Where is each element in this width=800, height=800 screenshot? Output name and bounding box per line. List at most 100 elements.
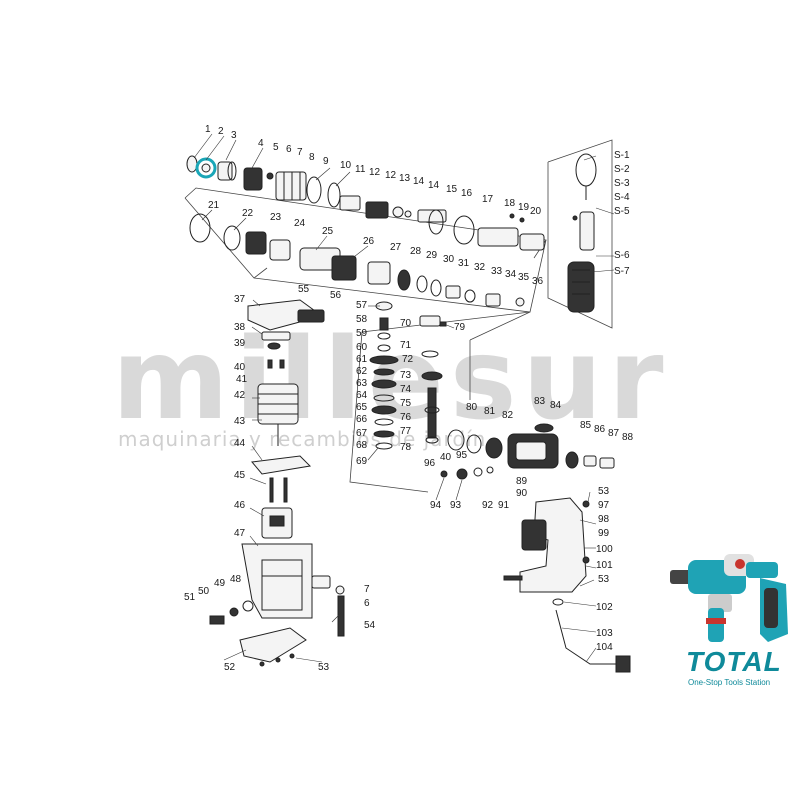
label-40: 40 [234, 362, 246, 373]
label-5: 5 [273, 142, 279, 153]
label-25: 25 [322, 226, 334, 237]
label-57: 57 [356, 300, 368, 311]
label-89: 89 [516, 476, 528, 487]
label-9: 9 [323, 156, 329, 167]
top-row-parts [186, 155, 545, 251]
label-100: 100 [596, 544, 613, 555]
label-58: 58 [356, 314, 368, 325]
label-S6: S-6 [614, 250, 630, 261]
label-4: 4 [258, 138, 264, 149]
watermark: millesur maquinaria y recambios de jardí… [112, 315, 663, 451]
label-40b: 40 [440, 452, 452, 463]
label-53-cable: 53 [598, 574, 610, 585]
label-87: 87 [608, 428, 620, 439]
label-13: 13 [399, 173, 411, 184]
label-104: 104 [596, 642, 613, 653]
label-83: 83 [534, 396, 546, 407]
label-39: 39 [234, 338, 246, 349]
label-S2: S-2 [614, 164, 630, 175]
label-S1: S-1 [614, 150, 630, 161]
label-20: 20 [530, 206, 542, 217]
label-70: 70 [400, 318, 412, 329]
brand-tagline: One-Stop Tools Station [688, 678, 771, 687]
label-60: 60 [356, 342, 368, 353]
label-68: 68 [356, 440, 368, 451]
label-47: 47 [234, 528, 246, 539]
label-17: 17 [482, 194, 494, 205]
label-19: 19 [518, 202, 530, 213]
label-82: 82 [502, 410, 514, 421]
label-51: 51 [184, 592, 196, 603]
leader-lines [193, 133, 615, 663]
label-S5: S-5 [614, 206, 630, 217]
label-27: 27 [390, 242, 402, 253]
label-76: 76 [400, 412, 412, 423]
label-S3: S-3 [614, 178, 630, 189]
watermark-sub: maquinaria y recambios de jardín [118, 427, 486, 451]
label-36: 36 [532, 276, 544, 287]
label-2: 2 [218, 126, 224, 137]
label-101: 101 [596, 560, 613, 571]
label-3: 3 [231, 130, 237, 141]
label-34: 34 [505, 269, 517, 280]
label-52: 52 [224, 662, 236, 673]
label-84: 84 [550, 400, 562, 411]
label-56: 56 [330, 290, 342, 301]
label-31: 31 [458, 258, 470, 269]
label-42: 42 [234, 390, 246, 401]
label-97: 97 [598, 500, 610, 511]
label-38: 38 [234, 322, 246, 333]
part-number-labels: 1 2 3 4 5 6 7 8 9 10 11 12 12 13 14 14 1… [184, 124, 634, 673]
side-handle-parts [567, 153, 597, 313]
label-33: 33 [491, 266, 503, 277]
label-80: 80 [466, 402, 478, 413]
label-14b: 14 [428, 180, 440, 191]
label-63: 63 [356, 378, 368, 389]
highlighted-part-2 [195, 157, 217, 179]
total-logo: TOTAL [686, 646, 782, 677]
label-30: 30 [443, 254, 455, 265]
label-S4: S-4 [614, 192, 630, 203]
label-8: 8 [309, 152, 315, 163]
second-row-parts [189, 213, 525, 307]
label-1: 1 [205, 124, 211, 135]
label-41: 41 [236, 374, 248, 385]
label-92: 92 [482, 500, 494, 511]
label-86: 86 [594, 424, 606, 435]
label-85: 85 [580, 420, 592, 431]
label-55: 55 [298, 284, 310, 295]
label-81: 81 [484, 406, 496, 417]
label-44: 44 [234, 438, 246, 449]
label-29: 29 [426, 250, 438, 261]
label-48: 48 [230, 574, 242, 585]
rotary-hammer-product-photo [670, 554, 788, 642]
label-88: 88 [622, 432, 634, 443]
label-93: 93 [450, 500, 462, 511]
label-12: 12 [369, 167, 381, 178]
label-102: 102 [596, 602, 613, 613]
label-7: 7 [297, 147, 303, 158]
label-43: 43 [234, 416, 246, 427]
label-35: 35 [518, 272, 530, 283]
label-66: 66 [356, 414, 368, 425]
label-15: 15 [446, 184, 458, 195]
label-24: 24 [294, 218, 306, 229]
label-49: 49 [214, 578, 226, 589]
label-96: 96 [424, 458, 436, 469]
label-7b: 7 [364, 584, 370, 595]
label-98: 98 [598, 514, 610, 525]
label-11: 11 [355, 164, 366, 175]
label-6: 6 [286, 144, 292, 155]
housing-column-parts [209, 299, 345, 667]
label-54: 54 [364, 620, 376, 631]
label-75: 75 [400, 398, 412, 409]
label-S7: S-7 [614, 266, 630, 277]
label-16: 16 [461, 188, 473, 199]
label-61: 61 [356, 354, 368, 365]
label-74: 74 [400, 384, 412, 395]
label-14: 14 [413, 176, 425, 187]
label-79: 79 [454, 322, 466, 333]
label-53-bottom: 53 [318, 662, 330, 673]
label-53-handle: 53 [598, 486, 610, 497]
